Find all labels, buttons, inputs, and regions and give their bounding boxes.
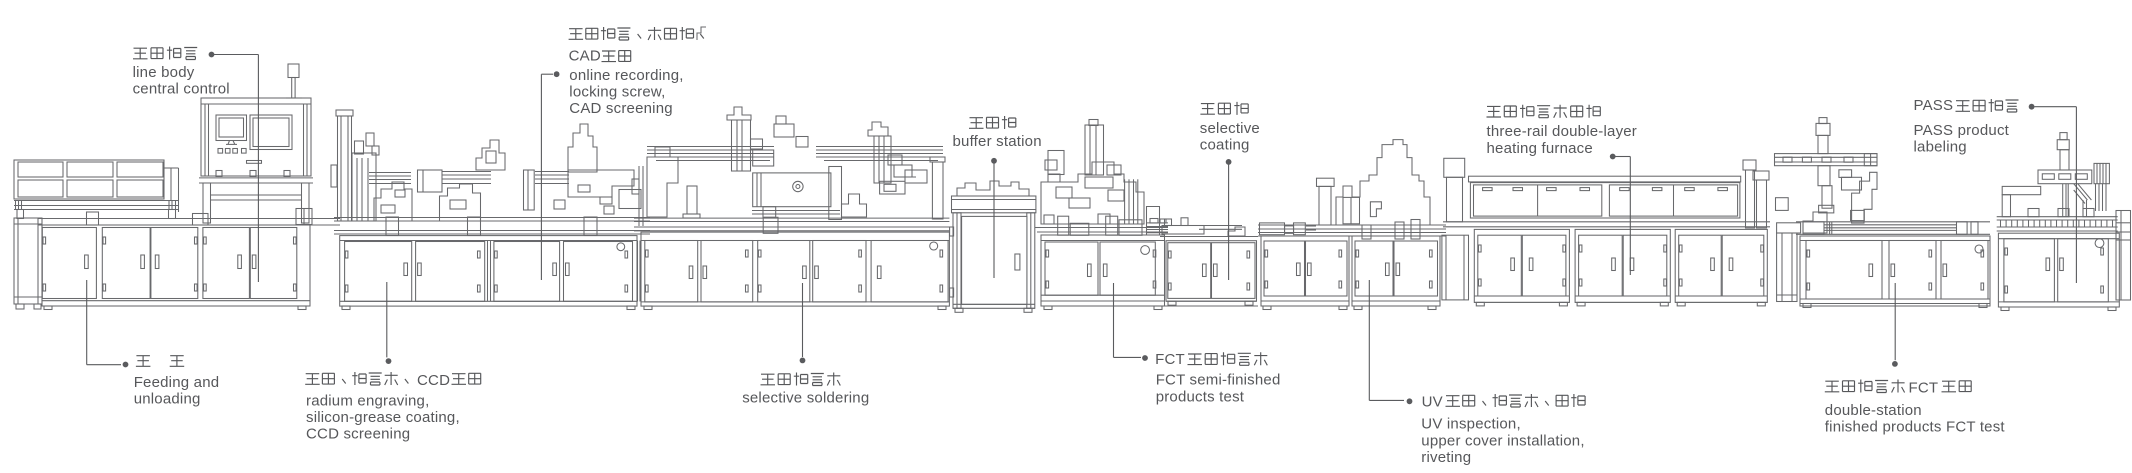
svg-text:UV: UV [1422, 394, 1443, 411]
svg-text:CCD: CCD [417, 372, 450, 389]
svg-text:finished products FCT test: finished products FCT test [1825, 419, 2006, 436]
svg-text:CCD screening: CCD screening [306, 425, 410, 442]
svg-text:products test: products test [1156, 388, 1245, 405]
svg-text:three-rail double-layer: three-rail double-layer [1487, 123, 1638, 140]
svg-text:upper cover installation,: upper cover installation, [1421, 432, 1584, 449]
svg-text:Feeding and: Feeding and [134, 374, 220, 391]
svg-text:FCT: FCT [1155, 351, 1185, 368]
svg-text:online recording,: online recording, [569, 67, 683, 84]
svg-text:labeling: labeling [1914, 139, 1967, 156]
svg-text:double-station: double-station [1825, 402, 1922, 419]
svg-text:UV inspection,: UV inspection, [1421, 415, 1521, 432]
svg-text:PASS product: PASS product [1914, 122, 2010, 139]
svg-text:line body: line body [133, 64, 195, 81]
svg-text:FCT semi-finished: FCT semi-finished [1156, 372, 1281, 389]
svg-text:FCT: FCT [1909, 380, 1939, 397]
svg-text:heating furnace: heating furnace [1487, 140, 1593, 157]
svg-text:PASS: PASS [1914, 97, 1954, 114]
svg-text:selective: selective [1200, 120, 1260, 137]
svg-text:locking screw,: locking screw, [569, 84, 665, 101]
svg-text:CAD: CAD [569, 47, 601, 64]
svg-text:central control: central control [133, 81, 230, 98]
svg-text:selective soldering: selective soldering [742, 389, 869, 406]
svg-text:CAD screening: CAD screening [569, 100, 672, 117]
svg-text:buffer station: buffer station [953, 133, 1042, 150]
svg-text:radium engraving,: radium engraving, [306, 393, 429, 410]
svg-text:coating: coating [1200, 137, 1250, 154]
svg-text:riveting: riveting [1421, 449, 1471, 466]
svg-text:unloading: unloading [134, 390, 201, 407]
svg-text:silicon-grease coating,: silicon-grease coating, [306, 409, 460, 426]
